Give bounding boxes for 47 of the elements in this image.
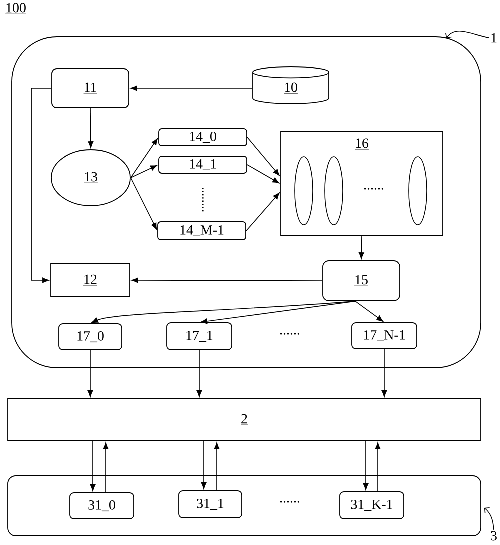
ellipsis: ...... <box>364 188 384 190</box>
rounded-frame <box>12 36 482 368</box>
process-box: 11 <box>52 68 130 108</box>
process-box: 31_K-1 <box>340 492 404 520</box>
reference-numeral: 1 <box>492 33 497 43</box>
process-box: 2 <box>8 398 482 442</box>
process-box: 14_M-1 <box>158 222 246 240</box>
arrow <box>88 350 94 398</box>
arrow <box>382 349 388 398</box>
rounded-frame <box>8 476 482 536</box>
process-box: 17_0 <box>58 324 122 350</box>
arrow <box>247 137 280 176</box>
arrow <box>247 164 280 184</box>
arrow <box>88 108 94 148</box>
arrow <box>103 442 109 493</box>
database-cylinder: 10 <box>252 66 330 104</box>
arrow <box>358 236 364 260</box>
arrow <box>200 301 356 324</box>
leader-arrow <box>484 508 494 530</box>
arrow <box>355 301 384 322</box>
arrow <box>363 441 369 490</box>
process-box: 31_0 <box>70 492 134 520</box>
arrow <box>214 442 220 491</box>
ellipsis: ...... <box>280 333 300 335</box>
process-box: 14_0 <box>158 128 248 146</box>
arrow <box>31 88 52 284</box>
arrow <box>90 441 96 492</box>
leader-arrow <box>446 31 490 39</box>
process-box: 12 <box>50 264 130 298</box>
arrow <box>246 192 280 232</box>
reference-numeral: 100 <box>5 3 27 14</box>
arrow <box>92 301 356 324</box>
arrow <box>130 165 158 178</box>
arrow <box>130 86 253 92</box>
arrow <box>130 178 158 230</box>
process-box: 14_1 <box>158 156 248 174</box>
reference-numeral: 3 <box>491 531 497 541</box>
process-box: 17_N-1 <box>352 322 418 350</box>
process-box: 15 <box>322 260 400 302</box>
process-box: 31_1 <box>178 490 242 518</box>
arrow <box>201 441 207 490</box>
ellipsis: ...... <box>280 501 300 503</box>
arrow <box>130 138 158 178</box>
process-box: 17_1 <box>166 322 232 350</box>
arrow <box>132 278 323 284</box>
arrow <box>196 350 202 398</box>
arrow <box>375 442 381 492</box>
